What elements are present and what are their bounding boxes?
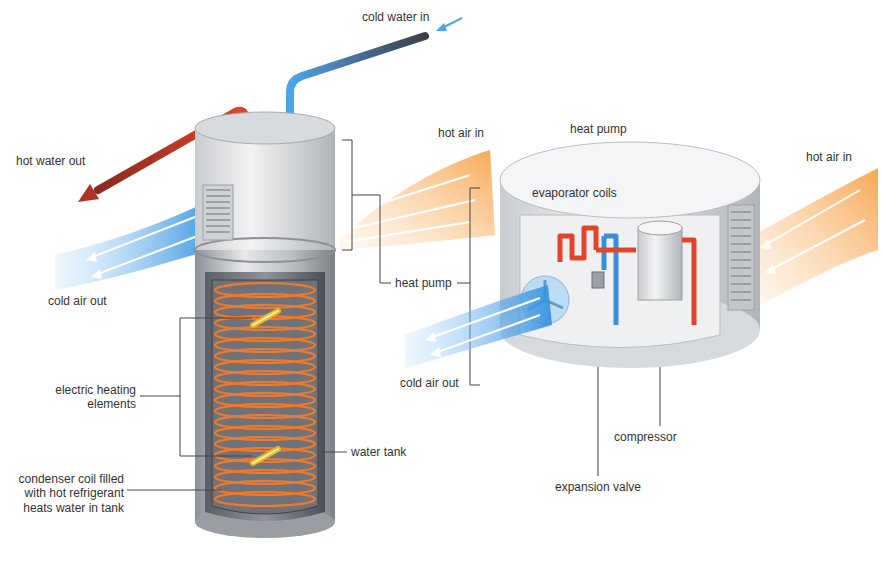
arrow-head (91, 269, 102, 279)
arrow-head (78, 184, 99, 202)
tank-body (195, 250, 335, 522)
coil-ring (215, 492, 315, 506)
part-label: hot air in (438, 126, 498, 140)
compressor (638, 228, 682, 300)
heating-element (253, 311, 278, 463)
arrow-head (430, 347, 441, 357)
bracket-line (457, 283, 470, 284)
air-arrow (95, 235, 200, 275)
leader-line (322, 452, 347, 453)
refrigerant-line (596, 248, 636, 253)
part-label: cold air out (48, 294, 138, 308)
air-arrow (435, 315, 540, 353)
part-label: cold water in (362, 10, 454, 24)
part-label: hot water out (16, 154, 106, 168)
part-label: water tank (351, 445, 431, 459)
air-arrow (345, 200, 475, 230)
grille-slats (731, 212, 751, 300)
part-label: condenser coil filled with hot refrigera… (14, 472, 124, 515)
leader-line (140, 318, 252, 456)
part-label: hot air in (806, 150, 876, 164)
arrow-head (760, 239, 771, 249)
air-arrow (345, 222, 470, 242)
part-label: evaporator coils (532, 186, 642, 200)
tank-seam (195, 238, 335, 262)
part-label: compressor (614, 430, 704, 444)
bracket-line (352, 195, 391, 283)
grille (728, 205, 754, 310)
tank-cutaway (205, 272, 325, 521)
cold-air-flow (405, 285, 552, 368)
refrigerant-line (682, 240, 694, 325)
part-label: cold air out (400, 376, 468, 390)
air-arrow (430, 298, 540, 338)
compressor-top (638, 221, 682, 235)
hot-air-band (745, 168, 878, 305)
part-label: expansion valve (538, 480, 658, 494)
cold-air-band (55, 200, 210, 290)
air-arrow (90, 215, 200, 258)
part-label: heat pump (570, 122, 640, 136)
unit-top (500, 142, 760, 218)
tank-top (195, 112, 335, 144)
hot-air-flow (340, 150, 495, 250)
water-heater-tank (195, 112, 335, 538)
hot-air-band (340, 150, 495, 250)
expansion-valve (592, 272, 604, 288)
grille-slats (206, 190, 230, 232)
arrow-head (436, 23, 447, 31)
cold-air-flow (55, 200, 210, 290)
tank-head (195, 128, 335, 250)
bracket (470, 188, 480, 385)
air-arrow (765, 190, 860, 245)
hot-air-flow (745, 168, 878, 305)
air-arrow (770, 220, 865, 270)
evaporator-coil (560, 228, 596, 262)
arrow-head (86, 252, 97, 262)
vent-grille (203, 185, 233, 240)
cold-air-band (405, 285, 552, 368)
heating-element-shine (253, 311, 278, 463)
bracket (342, 140, 352, 250)
grille (203, 185, 233, 240)
condenser-coil (215, 283, 315, 506)
leader-line (127, 490, 222, 491)
arrow-head (765, 264, 776, 274)
part-label: electric heating elements (40, 383, 136, 412)
arrow-head (425, 332, 436, 342)
inner-tank (212, 280, 318, 514)
part-label: heat pump (395, 276, 457, 290)
unit-cutaway (520, 215, 720, 348)
heat-pump-unit (500, 142, 760, 368)
